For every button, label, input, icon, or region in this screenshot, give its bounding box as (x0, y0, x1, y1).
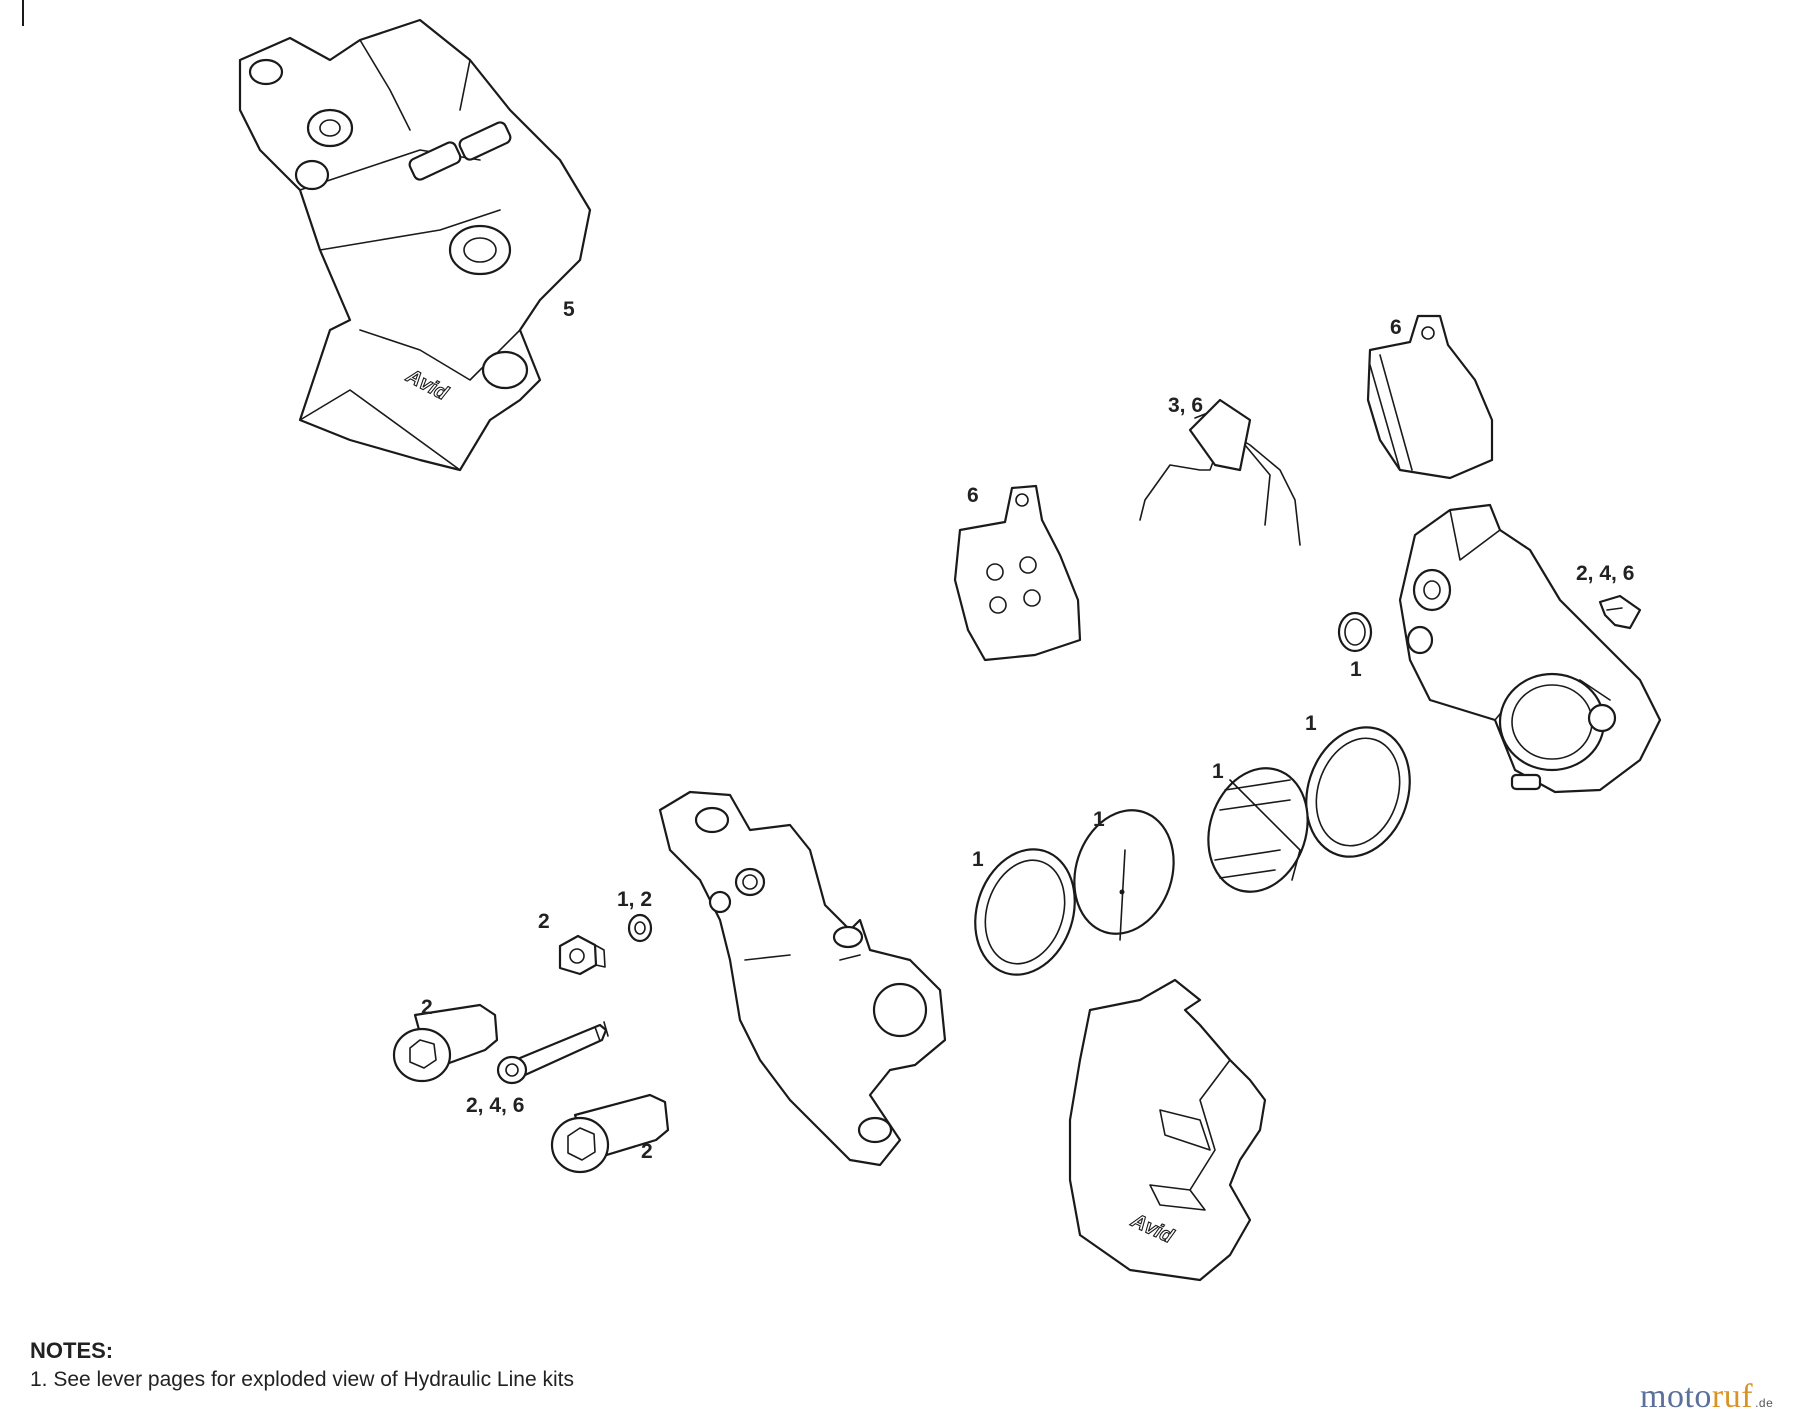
callout-label: 1 (1212, 760, 1224, 783)
piston-seal-left (974, 848, 1076, 976)
caliper-cover: Avid (1068, 978, 1267, 1282)
mounting-bolt-lower (550, 1093, 670, 1174)
notes-section: NOTES: 1. See lever pages for exploded v… (30, 1338, 574, 1392)
callout-label: 6 (1390, 316, 1402, 339)
piston-left (1073, 809, 1175, 941)
callout-label: 2, 4, 6 (466, 1094, 524, 1117)
pad-spring (1139, 398, 1301, 546)
callout-label: 3, 6 (1168, 394, 1203, 417)
logo-text-accent: ruf (1711, 1378, 1754, 1415)
logo-text-main: moto (1640, 1378, 1712, 1415)
callout-label: 6 (967, 484, 979, 507)
caliper-half-inboard (658, 790, 947, 1167)
brake-pad-left (953, 484, 1082, 662)
site-watermark-logo: motoruf.de (1640, 1378, 1773, 1416)
corner-mark (22, 0, 24, 26)
retaining-clip (1598, 594, 1642, 630)
piston-seal-right (1305, 726, 1411, 858)
callout-label: 1 (1093, 808, 1105, 831)
washer (627, 913, 653, 943)
callout-label: 1, 2 (617, 888, 652, 911)
callout-label: 2 (538, 910, 550, 933)
callout-label: 5 (563, 298, 575, 321)
note-item: 1. See lever pages for exploded view of … (30, 1368, 574, 1391)
notes-title: NOTES: (30, 1338, 114, 1363)
callout-label: 2 (421, 996, 433, 1019)
callout-label: 2, 4, 6 (1576, 562, 1634, 585)
mounting-bolt-upper (392, 1003, 499, 1083)
callout-label: 1 (972, 848, 984, 871)
callout-label: 1 (1305, 712, 1317, 735)
pad-retention-pin (496, 1021, 609, 1085)
bleed-screw (558, 934, 606, 976)
callout-label: 1 (1350, 658, 1362, 681)
brake-pad-right (1366, 314, 1494, 480)
caliper-half-outboard (1398, 503, 1662, 794)
logo-text-tld: .de (1755, 1396, 1774, 1410)
callout-label: 2 (641, 1140, 653, 1163)
assembled-caliper: Avid (238, 18, 592, 472)
small-o-ring (1337, 611, 1373, 653)
piston-right (1207, 767, 1309, 893)
